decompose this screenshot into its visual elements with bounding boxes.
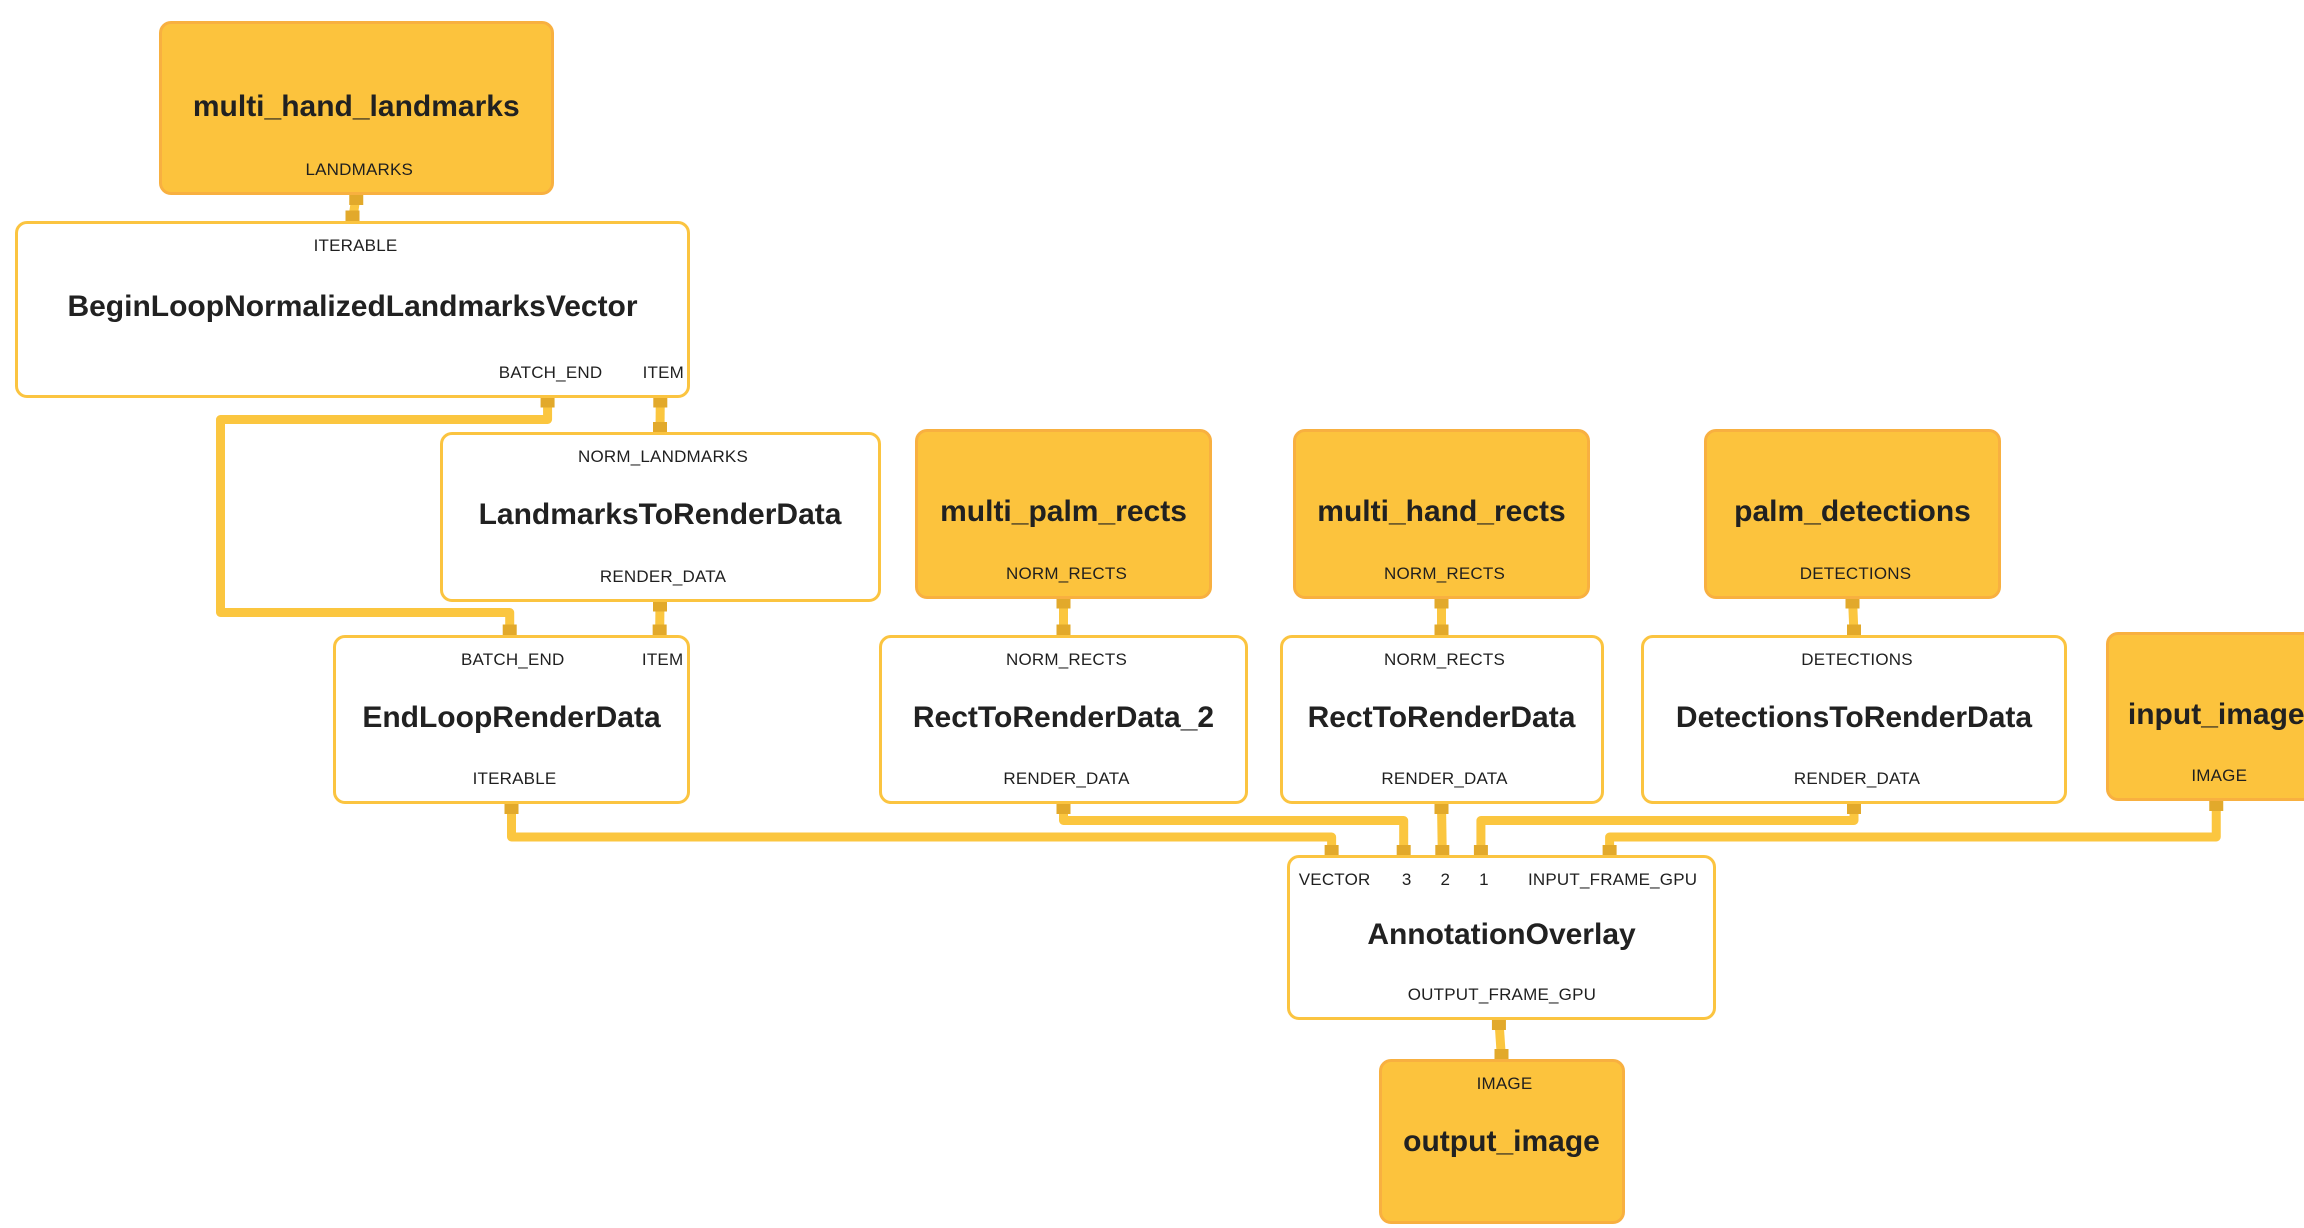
output-port-label-render_data: RENDER_DATA [1793, 769, 1921, 788]
output-port-label-landmarks: LANDMARKS [305, 160, 414, 179]
node-RectToRenderData_2[interactable]: RectToRenderData_2 NORM_RECTS RENDER_DATA [879, 634, 1248, 804]
node-title: multi_palm_rects [940, 495, 1187, 528]
output-port-label-detections: DETECTIONS [1799, 563, 1912, 583]
output-port-label-render_data: RENDER_DATA [1381, 769, 1508, 788]
input-port-label-2: 2 [1440, 870, 1451, 889]
output-port-label-norm_rects: NORM_RECTS [1383, 563, 1506, 583]
edge-recttorenderdata2-to-overlay-3 [1059, 804, 1409, 855]
node-output_image[interactable]: output_image IMAGE [1378, 1059, 1625, 1224]
output-port-label-batch_end: BATCH_END [498, 362, 603, 382]
node-BeginLoopNormalizedLandmarksVector[interactable]: BeginLoopNormalizedLandmarksVector ITERAB… [15, 220, 690, 398]
node-title: AnnotationOverlay [1367, 918, 1636, 951]
edge-detections-to-detectionstorenderdata [1848, 598, 1859, 635]
input-port-label-iterable: ITERABLE [313, 235, 398, 255]
edge-detectionstorenderdata-to-overlay-1 [1476, 804, 1859, 855]
output-port-label-image: IMAGE [2191, 766, 2248, 785]
output-port-label-render_data: RENDER_DATA [1003, 769, 1130, 788]
node-EndLoopRenderData[interactable]: EndLoopRenderData BATCH_END ITEM ITERABLE [333, 634, 690, 804]
output-port-label-item: ITEM [642, 362, 685, 382]
edge-endloop-to-overlay-vector [507, 804, 1337, 855]
output-port-label-norm_rects: NORM_RECTS [1005, 563, 1128, 583]
input-port-label-3: 3 [1401, 870, 1412, 889]
output-port-label-render_data: RENDER_DATA [599, 566, 727, 586]
input-port-label-item: ITEM [641, 649, 684, 669]
node-title: RectToRenderData_2 [912, 700, 1215, 734]
edge-overlay-to-outputimage [1494, 1019, 1506, 1060]
edge-inputimage-to-overlay-frame [1605, 801, 2221, 855]
node-title: output_image [1403, 1125, 1600, 1158]
node-title: LandmarksToRenderData [478, 498, 842, 531]
edge-landmarks-to-beginloop [348, 194, 361, 222]
node-title: RectToRenderData [1307, 700, 1576, 734]
output-port-label-iterable: ITERABLE [472, 769, 557, 788]
input-port-label-1: 1 [1479, 870, 1489, 889]
node-title: DetectionsToRenderData [1675, 700, 2033, 734]
node-title: palm_detections [1734, 495, 1971, 528]
node-LandmarksToRenderData[interactable]: LandmarksToRenderData NORM_LANDMARKS RENDE… [439, 432, 881, 602]
node-RectToRenderData[interactable]: RectToRenderData NORM_RECTS RENDER_DATA [1279, 634, 1604, 804]
input-port-label-input_frame_gpu: INPUT_FRAME_GPU [1527, 870, 1698, 889]
node-title: multi_hand_landmarks [192, 90, 520, 123]
node-title: multi_hand_rects [1317, 495, 1566, 528]
input-port-label-detections: DETECTIONS [1801, 649, 1913, 669]
edge-recttorenderdata-to-overlay-2 [1437, 803, 1447, 856]
input-port-label-norm_rects: NORM_RECTS [1005, 649, 1128, 669]
input-port-label-norm_rects: NORM_RECTS [1383, 649, 1506, 669]
node-AnnotationOverlay[interactable]: AnnotationOverlay VECTOR 3 2 1 INPUT_FRAME_GP… [1287, 855, 1716, 1020]
input-port-label-image: IMAGE [1476, 1074, 1533, 1093]
input-port-label-vector: VECTOR [1298, 870, 1371, 889]
node-DetectionsToRenderData[interactable]: DetectionsToRenderData DETECTIONS RENDER_D… [1641, 634, 2067, 804]
node-title: BeginLoopNormalizedLandmarksVector [67, 289, 638, 323]
input-port-label-norm_landmarks: NORM_LANDMARKS [578, 447, 748, 466]
node-title: EndLoopRenderData [362, 700, 661, 734]
node-title: input_image [2127, 697, 2304, 731]
output-port-label-output_frame_gpu: OUTPUT_FRAME_GPU [1407, 985, 1597, 1004]
input-port-label-batch_end: BATCH_END [460, 649, 565, 669]
